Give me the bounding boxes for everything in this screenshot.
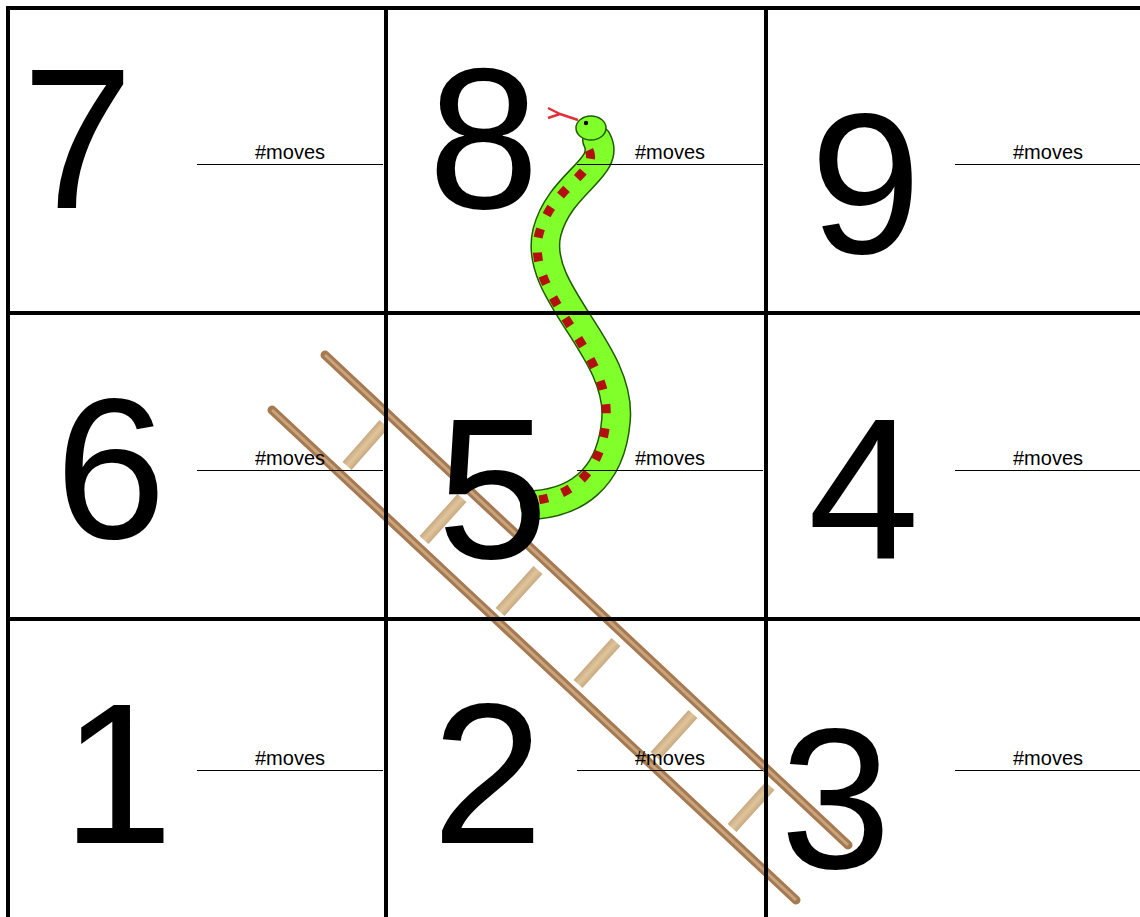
moves-field: #moves	[577, 746, 763, 771]
board-square: 8 #moves	[384, 6, 768, 315]
board-square: 5 #moves	[384, 311, 768, 621]
square-number: 2	[432, 674, 543, 874]
moves-field: #moves	[197, 746, 383, 771]
board-square: 7 #moves	[6, 6, 388, 315]
moves-field: #moves	[955, 140, 1140, 165]
ladder	[272, 355, 848, 900]
moves-field: #moves	[577, 446, 763, 471]
board-square: 1 #moves	[6, 617, 388, 917]
square-number: 9	[810, 84, 921, 284]
moves-field: #moves	[955, 446, 1140, 471]
board-square: 3 #moves	[764, 617, 1140, 917]
square-number: 4	[808, 389, 919, 589]
moves-field: #moves	[197, 140, 383, 165]
board-square: 6 #moves	[6, 311, 388, 621]
moves-field: #moves	[577, 140, 763, 165]
square-number: 3	[780, 699, 891, 899]
board-square: 9 #moves	[764, 6, 1140, 315]
square-number: 1	[62, 674, 173, 874]
board-square: 4 #moves	[764, 311, 1140, 621]
square-number: 7	[22, 39, 133, 239]
square-number: 8	[428, 39, 539, 239]
square-number: 5	[437, 389, 548, 589]
moves-field: #moves	[197, 446, 383, 471]
board-square: 2 #moves	[384, 617, 768, 917]
moves-field: #moves	[955, 746, 1140, 771]
square-number: 6	[55, 369, 166, 569]
